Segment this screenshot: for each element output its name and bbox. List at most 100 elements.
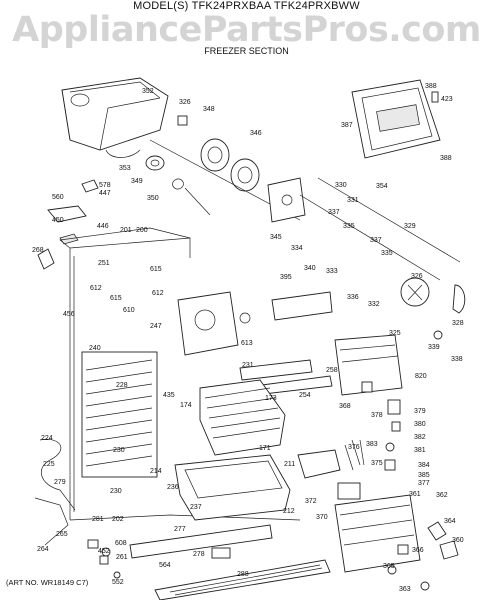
part-number[interactable]: 174: [180, 402, 192, 409]
part-number[interactable]: 337: [328, 209, 340, 216]
part-number[interactable]: 446: [97, 223, 109, 230]
part-number[interactable]: 381: [414, 447, 426, 454]
part-number[interactable]: 335: [381, 250, 393, 257]
part-number[interactable]: 288: [237, 571, 249, 578]
part-number[interactable]: 423: [441, 96, 453, 103]
part-number[interactable]: 214: [150, 468, 162, 475]
part-number[interactable]: 608: [115, 540, 127, 547]
part-number[interactable]: 353: [119, 165, 131, 172]
part-number[interactable]: 281: [92, 516, 104, 523]
part-number[interactable]: 334: [291, 245, 303, 252]
part-number[interactable]: 331: [347, 197, 359, 204]
part-number[interactable]: 251: [98, 260, 110, 267]
part-number[interactable]: 335: [343, 223, 355, 230]
part-number[interactable]: 264: [37, 546, 49, 553]
part-number[interactable]: 363: [399, 586, 411, 593]
part-number[interactable]: 230: [110, 488, 122, 495]
part-number[interactable]: 236: [167, 484, 179, 491]
part-number[interactable]: 450: [52, 217, 64, 224]
part-number[interactable]: 329: [404, 223, 416, 230]
part-number[interactable]: 247: [150, 323, 162, 330]
part-number[interactable]: 171: [259, 445, 271, 452]
part-number[interactable]: 456: [63, 311, 75, 318]
part-number[interactable]: 395: [280, 274, 292, 281]
part-number[interactable]: 360: [452, 537, 464, 544]
part-number[interactable]: 326: [179, 99, 191, 106]
part-number[interactable]: 615: [110, 295, 122, 302]
part-number[interactable]: 384: [418, 462, 430, 469]
part-number[interactable]: 277: [174, 526, 186, 533]
part-number[interactable]: 383: [366, 441, 378, 448]
part-number[interactable]: 348: [203, 106, 215, 113]
part-number[interactable]: 387: [341, 122, 353, 129]
part-number[interactable]: 224: [41, 435, 53, 442]
part-number[interactable]: 326: [411, 273, 423, 280]
part-number[interactable]: 368: [339, 403, 351, 410]
part-number[interactable]: 332: [368, 301, 380, 308]
part-number[interactable]: 338: [451, 356, 463, 363]
part-number[interactable]: 376: [348, 444, 360, 451]
part-number[interactable]: 230: [113, 447, 125, 454]
part-number[interactable]: 613: [241, 340, 253, 347]
part-number[interactable]: 254: [299, 392, 311, 399]
part-number[interactable]: 350: [147, 195, 159, 202]
part-number[interactable]: 552: [112, 579, 124, 586]
part-number[interactable]: 211: [284, 461, 295, 468]
part-number[interactable]: 365: [383, 563, 395, 570]
part-number[interactable]: 201: [120, 227, 132, 234]
part-number[interactable]: 330: [335, 182, 347, 189]
part-number[interactable]: 435: [163, 392, 175, 399]
part-number[interactable]: 340: [304, 265, 316, 272]
part-number[interactable]: 370: [316, 514, 328, 521]
part-number[interactable]: 237: [190, 504, 202, 511]
part-number[interactable]: 200: [136, 227, 148, 234]
part-number[interactable]: 564: [159, 562, 171, 569]
part-number[interactable]: 385: [418, 472, 430, 479]
part-number[interactable]: 612: [90, 285, 102, 292]
part-number[interactable]: 352: [142, 88, 154, 95]
part-number[interactable]: 345: [270, 234, 282, 241]
part-number[interactable]: 364: [444, 518, 456, 525]
part-number[interactable]: 375: [371, 460, 383, 467]
part-number[interactable]: 325: [389, 330, 401, 337]
part-number[interactable]: 349: [131, 178, 143, 185]
part-number[interactable]: 268: [32, 247, 44, 254]
part-number[interactable]: 447: [99, 190, 111, 197]
part-number[interactable]: 361: [409, 491, 421, 498]
part-number[interactable]: 231: [242, 362, 254, 369]
part-number[interactable]: 578: [99, 182, 111, 189]
part-number[interactable]: 225: [43, 461, 55, 468]
part-number[interactable]: 388: [425, 83, 437, 90]
part-number[interactable]: 372: [305, 498, 317, 505]
part-number[interactable]: 379: [414, 408, 426, 415]
part-number[interactable]: 380: [414, 421, 426, 428]
part-number[interactable]: 610: [123, 307, 135, 314]
part-number[interactable]: 279: [54, 479, 66, 486]
part-number[interactable]: 346: [250, 130, 262, 137]
part-number[interactable]: 333: [326, 268, 338, 275]
part-number[interactable]: 336: [347, 294, 359, 301]
part-number[interactable]: 820: [415, 373, 427, 380]
part-number[interactable]: 261: [116, 554, 128, 561]
part-number[interactable]: 378: [371, 412, 383, 419]
part-number[interactable]: 328: [452, 320, 464, 327]
part-number[interactable]: 337: [370, 237, 382, 244]
part-number[interactable]: 382: [414, 434, 426, 441]
part-number[interactable]: 258: [326, 367, 338, 374]
part-number[interactable]: 202: [112, 516, 124, 523]
part-number[interactable]: 612: [152, 290, 164, 297]
part-number[interactable]: 228: [116, 382, 128, 389]
part-number[interactable]: 377: [418, 480, 430, 487]
part-number[interactable]: 265: [56, 531, 68, 538]
part-number[interactable]: 452: [98, 548, 110, 555]
part-number[interactable]: 388: [440, 155, 452, 162]
part-number[interactable]: 615: [150, 266, 162, 273]
part-number[interactable]: 339: [428, 344, 440, 351]
part-number[interactable]: 560: [52, 194, 64, 201]
part-number[interactable]: 240: [89, 345, 101, 352]
part-number[interactable]: 278: [193, 551, 205, 558]
part-number[interactable]: 366: [412, 547, 424, 554]
part-number[interactable]: 212: [283, 508, 295, 515]
part-number[interactable]: 173: [265, 395, 277, 402]
part-number[interactable]: 354: [376, 183, 388, 190]
